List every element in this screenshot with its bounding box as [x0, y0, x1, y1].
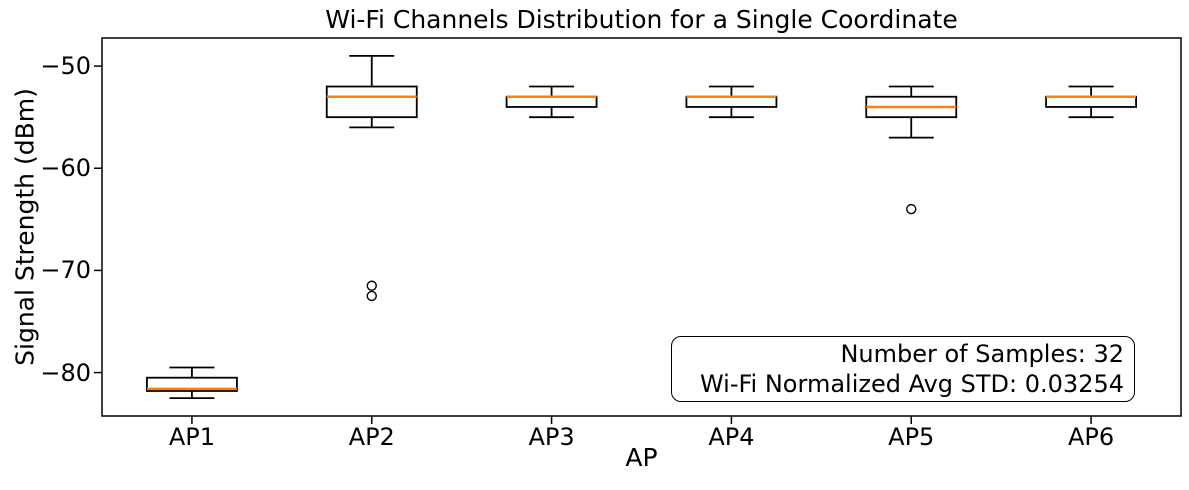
outlier-point — [366, 280, 377, 291]
x-tick-label: AP3 — [528, 423, 575, 451]
box — [505, 95, 598, 108]
box — [685, 95, 778, 108]
x-tick-label: AP6 — [1067, 423, 1115, 451]
y-tick-label: −70 — [40, 256, 91, 285]
y-tick-label: −60 — [40, 154, 91, 183]
y-axis-label: Signal Strength (dBm) — [10, 88, 40, 366]
y-tick-label: −50 — [40, 52, 91, 81]
outlier-point — [906, 203, 917, 215]
box — [146, 376, 238, 392]
x-tick-label: AP5 — [888, 423, 935, 451]
y-tick-label: −80 — [40, 358, 91, 387]
box — [325, 85, 418, 119]
annotation-std-text: Wi-Fi Normalized Avg STD: 0.03254 — [699, 370, 1124, 398]
x-axis-label: AP — [625, 443, 658, 472]
axes-frame — [101, 37, 1182, 417]
stats-annotation-box: Number of Samples: 32 Wi-Fi Normalized A… — [671, 336, 1135, 402]
outlier-point — [366, 290, 377, 302]
x-tick-label: AP4 — [708, 423, 755, 451]
x-tick-label: AP1 — [168, 423, 215, 451]
annotation-samples-text: Number of Samples: 32 — [840, 340, 1124, 368]
box — [1045, 95, 1137, 108]
chart-title: Wi-Fi Channels Distribution for a Single… — [325, 5, 958, 34]
x-tick-label: AP2 — [348, 423, 395, 451]
